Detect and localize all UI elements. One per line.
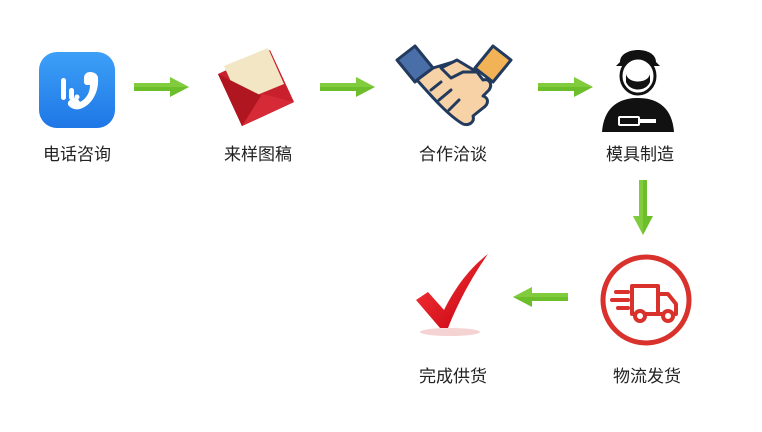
step-label-negotiation: 合作洽谈 bbox=[419, 145, 487, 165]
delivery-truck-icon bbox=[598, 252, 694, 348]
arrow-right-icon bbox=[320, 76, 376, 98]
step-label-supply: 完成供货 bbox=[419, 367, 487, 387]
step-label-sample: 来样图稿 bbox=[224, 145, 292, 165]
handshake-icon bbox=[393, 38, 515, 130]
arrow-left-icon bbox=[512, 286, 568, 308]
step-label-logistics: 物流发货 bbox=[613, 367, 681, 387]
arrow-down-icon bbox=[632, 180, 654, 236]
checkmark-icon bbox=[412, 252, 496, 338]
worker-icon bbox=[598, 38, 678, 132]
step-label-phone: 电话咨询 bbox=[43, 145, 111, 165]
phone-icon bbox=[37, 50, 117, 130]
arrow-right-icon bbox=[134, 76, 190, 98]
step-label-mold: 模具制造 bbox=[606, 145, 674, 165]
envelope-icon bbox=[210, 44, 300, 128]
arrow-right-icon bbox=[538, 76, 594, 98]
